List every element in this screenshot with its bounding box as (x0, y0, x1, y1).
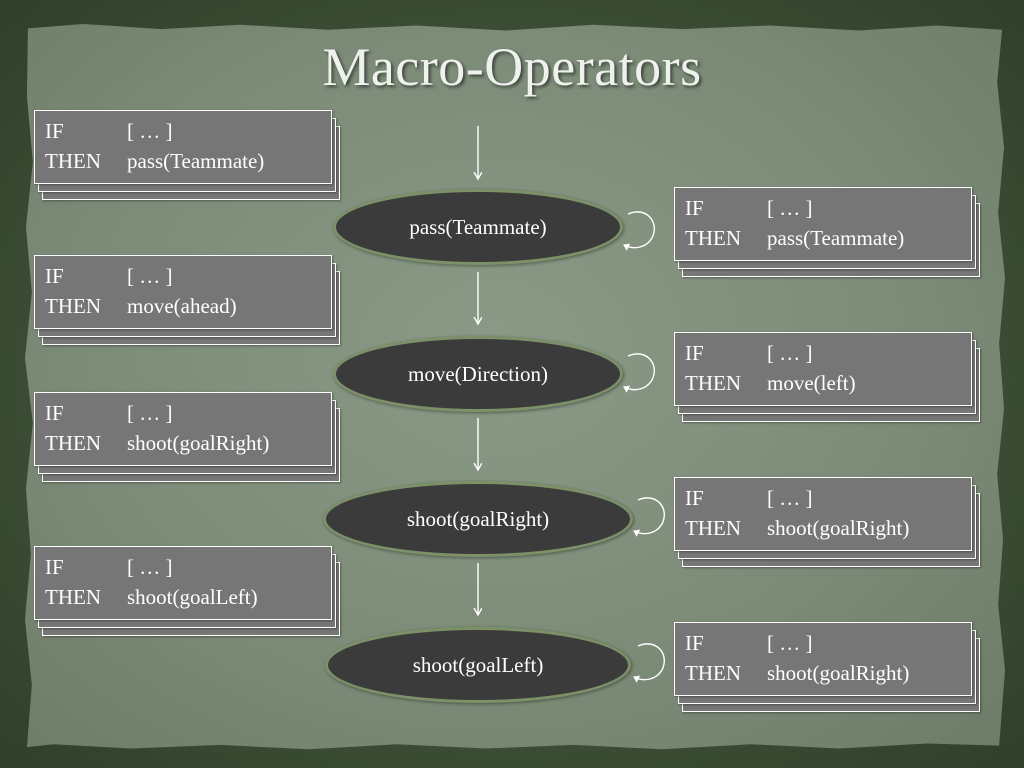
rule-card: IF [ … ] THEN pass(Teammate) (34, 110, 332, 184)
if-keyword: IF (45, 119, 64, 143)
self-loop-icon-2 (623, 353, 655, 393)
then-action: shoot(goalRight) (767, 661, 910, 685)
rule-card: IF [ … ] THEN shoot(goalRight) (34, 392, 332, 466)
then-keyword: THEN (45, 294, 101, 318)
then-keyword: THEN (45, 149, 101, 173)
then-action: shoot(goalRight) (127, 431, 270, 455)
operator-node-move: move(Direction) (333, 336, 623, 412)
if-condition: [ … ] (127, 401, 173, 425)
then-action: move(left) (767, 371, 856, 395)
if-keyword: IF (45, 401, 64, 425)
then-action: pass(Teammate) (767, 226, 905, 250)
if-keyword: IF (45, 555, 64, 579)
if-keyword: IF (685, 631, 704, 655)
then-action: pass(Teammate) (127, 149, 265, 173)
if-condition: [ … ] (767, 486, 813, 510)
rule-card: IF [ … ] THEN pass(Teammate) (674, 187, 972, 261)
if-condition: [ … ] (767, 631, 813, 655)
operator-node-pass: pass(Teammate) (333, 189, 623, 265)
self-loop-icon-4 (633, 643, 665, 683)
if-condition: [ … ] (767, 196, 813, 220)
if-condition: [ … ] (767, 341, 813, 365)
rule-card: IF [ … ] THEN shoot(goalRight) (674, 477, 972, 551)
then-keyword: THEN (685, 226, 741, 250)
operator-node-shoot-left: shoot(goalLeft) (325, 627, 631, 703)
if-condition: [ … ] (127, 264, 173, 288)
then-keyword: THEN (685, 661, 741, 685)
rule-card: IF [ … ] THEN move(ahead) (34, 255, 332, 329)
if-keyword: IF (685, 196, 704, 220)
then-action: move(ahead) (127, 294, 237, 318)
if-condition: [ … ] (127, 119, 173, 143)
then-keyword: THEN (685, 516, 741, 540)
if-keyword: IF (45, 264, 64, 288)
if-condition: [ … ] (127, 555, 173, 579)
rule-card: IF [ … ] THEN move(left) (674, 332, 972, 406)
then-keyword: THEN (45, 431, 101, 455)
if-keyword: IF (685, 341, 704, 365)
then-keyword: THEN (45, 585, 101, 609)
operator-node-shoot-right: shoot(goalRight) (323, 481, 633, 557)
then-action: shoot(goalLeft) (127, 585, 258, 609)
self-loop-icon-1 (623, 211, 655, 251)
rule-card: IF [ … ] THEN shoot(goalRight) (674, 622, 972, 696)
self-loop-icon-3 (633, 497, 665, 537)
if-keyword: IF (685, 486, 704, 510)
rule-card: IF [ … ] THEN shoot(goalLeft) (34, 546, 332, 620)
slide-title: Macro-Operators (322, 37, 702, 97)
then-action: shoot(goalRight) (767, 516, 910, 540)
then-keyword: THEN (685, 371, 741, 395)
